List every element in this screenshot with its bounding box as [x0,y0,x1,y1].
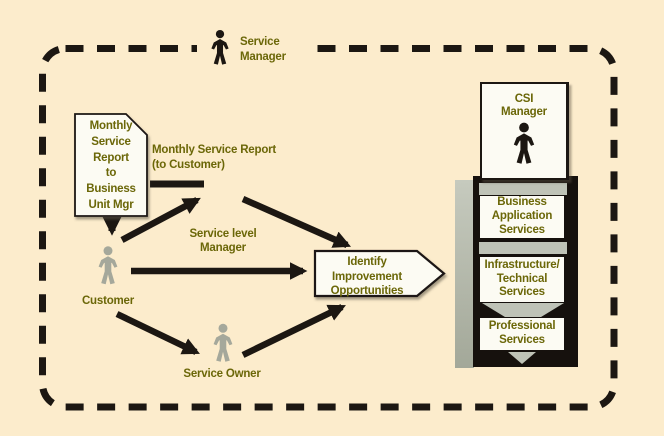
arrow-customer-to-service-owner [115,311,200,355]
csi-manager-label: CSI Manager [501,93,547,118]
service-box-label: Professional Services [488,320,556,346]
service-manager-person-icon [211,29,229,65]
monthly-report-document-label: Monthly Service Report to Business Unit … [86,120,136,211]
customer-label: Customer [81,295,135,307]
service-box-professional: Professional Services [480,318,564,350]
service-manager-group: Service Manager [197,24,311,78]
arrow-service-owner-to-identify [241,304,346,358]
csi-manager-box: CSI Manager [480,82,569,180]
service-owner-label: Service Owner [183,368,261,380]
service-box-infrastructure-technical: Infrastructure/ Technical Services [480,257,564,302]
service-box-business-application: Business Application Services [480,196,564,238]
identify-opportunities-label: Identify Improvement Opportunities [330,256,404,297]
service-box-label: Infrastructure/ Technical Services [484,258,560,299]
report-to-customer-label: Monthly Service Report (to Customer) [152,144,277,171]
service-level-manager-label: Service level Manager [189,228,257,254]
service-manager-label: Service Manager [240,36,286,63]
stack-top-bar [479,183,567,195]
service-owner-person-icon [213,323,233,362]
service-box-label: Business Application Services [491,196,553,236]
customer-person-icon [98,246,118,285]
stack-divider-bar [479,242,567,254]
stack-side-bar [455,180,474,368]
csi-manager-person-icon [513,122,535,164]
